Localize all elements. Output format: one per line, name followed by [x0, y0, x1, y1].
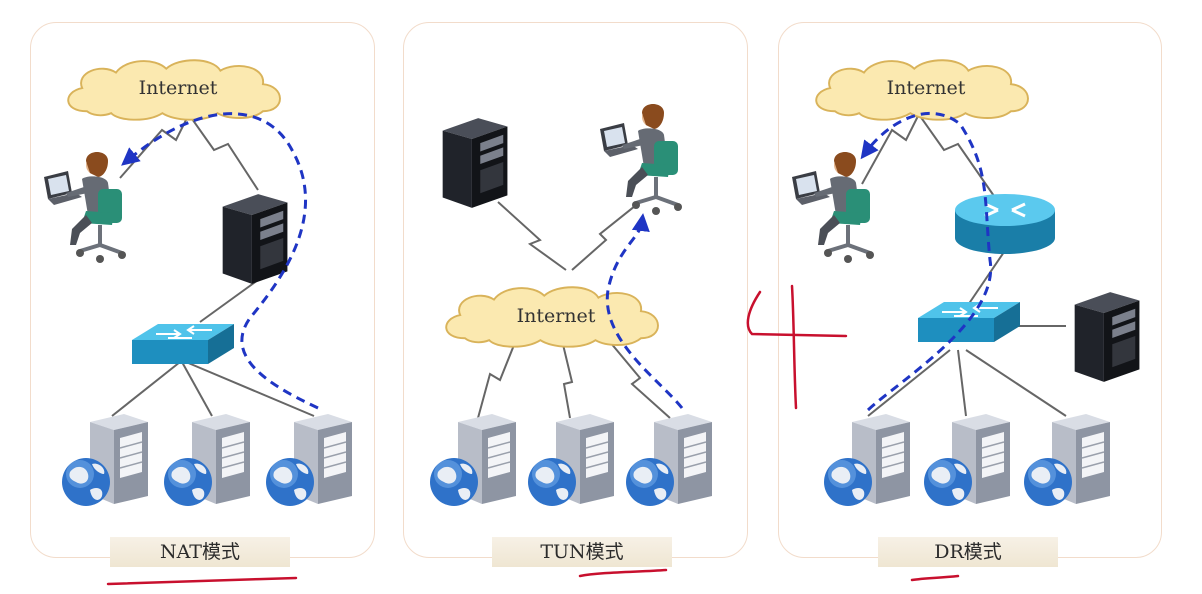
internet-client-link [119, 115, 189, 179]
switch-server1-link [111, 361, 181, 417]
nat-mode-caption: NAT模式 [110, 537, 290, 567]
handwritten-four-stroke-2 [790, 284, 798, 410]
internet-label: Internet [517, 305, 596, 327]
load-balancer-server [442, 118, 508, 208]
load-balancer-server [1074, 292, 1140, 382]
switch-server3-link [185, 361, 315, 417]
client-user [44, 152, 126, 263]
handwritten-four-stroke-1 [746, 290, 848, 338]
real-server-3 [265, 413, 353, 507]
client-user [600, 104, 682, 215]
underline-tun [578, 568, 668, 578]
internet-server2-link [559, 331, 574, 419]
dr-traffic-path [860, 111, 993, 412]
nat-panel-graphics: Internet [44, 59, 353, 507]
internet-server1-link [477, 329, 521, 419]
real-server-3 [625, 413, 713, 507]
switch-server2-link [957, 349, 967, 417]
underline-nat [106, 576, 298, 586]
real-server-2 [163, 413, 251, 507]
real-server-1 [823, 413, 911, 507]
internet-client-link [861, 115, 919, 185]
network-switch [131, 323, 235, 365]
internet-router-link [919, 115, 995, 197]
tun-traffic-path [605, 213, 684, 409]
internet-label: Internet [139, 77, 218, 99]
router [953, 192, 1057, 256]
internet-label: Internet [887, 77, 966, 99]
dr-mode-caption: DR模式 [878, 537, 1058, 567]
switch-server2-link [181, 361, 213, 417]
client-internet-link [571, 201, 641, 271]
real-server-2 [527, 413, 615, 507]
switch-server1-link [867, 349, 951, 417]
tun-mode-caption: TUN模式 [492, 537, 672, 567]
lb-switch-link [199, 279, 259, 323]
real-server-1 [429, 413, 517, 507]
lb-internet-link [497, 201, 567, 271]
real-server-3 [1023, 413, 1111, 507]
tun-panel-graphics: Internet [429, 104, 713, 507]
handwritten-annotations [106, 284, 960, 586]
network-switch [917, 301, 1021, 343]
internet-lb-link [189, 115, 259, 191]
dr-panel-graphics: Internet [792, 59, 1140, 507]
load-balancer-server [222, 194, 288, 284]
internet-server3-link [599, 329, 671, 419]
switch-server3-link [965, 349, 1067, 417]
client-user [792, 152, 874, 263]
underline-dr [910, 574, 960, 582]
nat-traffic-path [121, 112, 319, 410]
router-switch-link [965, 251, 1005, 309]
real-server-1 [61, 413, 149, 507]
real-server-2 [923, 413, 1011, 507]
